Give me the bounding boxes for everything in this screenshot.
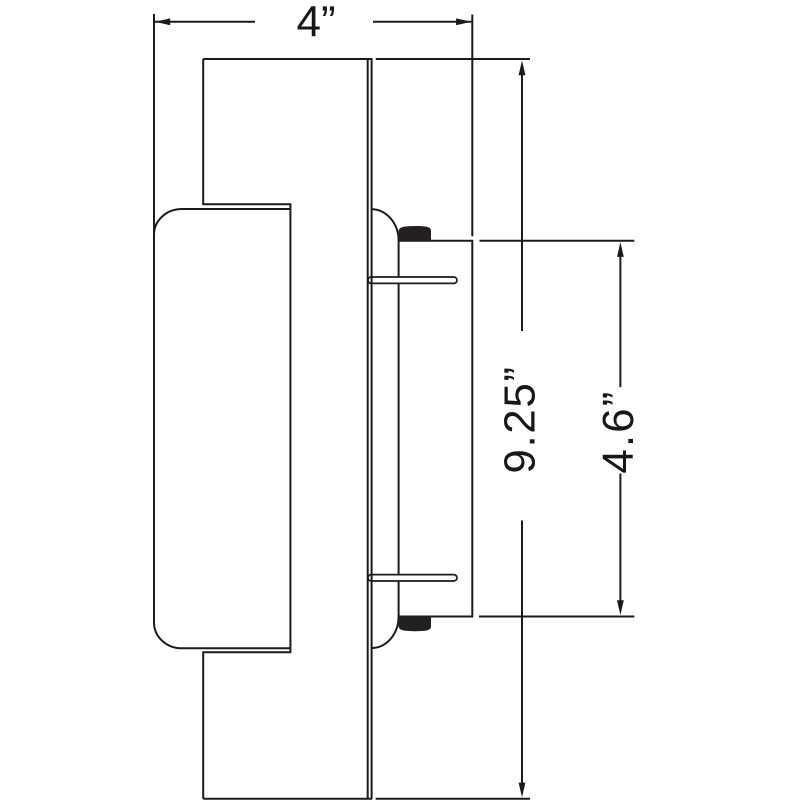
svg-text:9.25”: 9.25” bbox=[496, 365, 545, 473]
svg-text:4”: 4” bbox=[297, 0, 336, 47]
svg-text:4.6”: 4.6” bbox=[594, 390, 643, 474]
